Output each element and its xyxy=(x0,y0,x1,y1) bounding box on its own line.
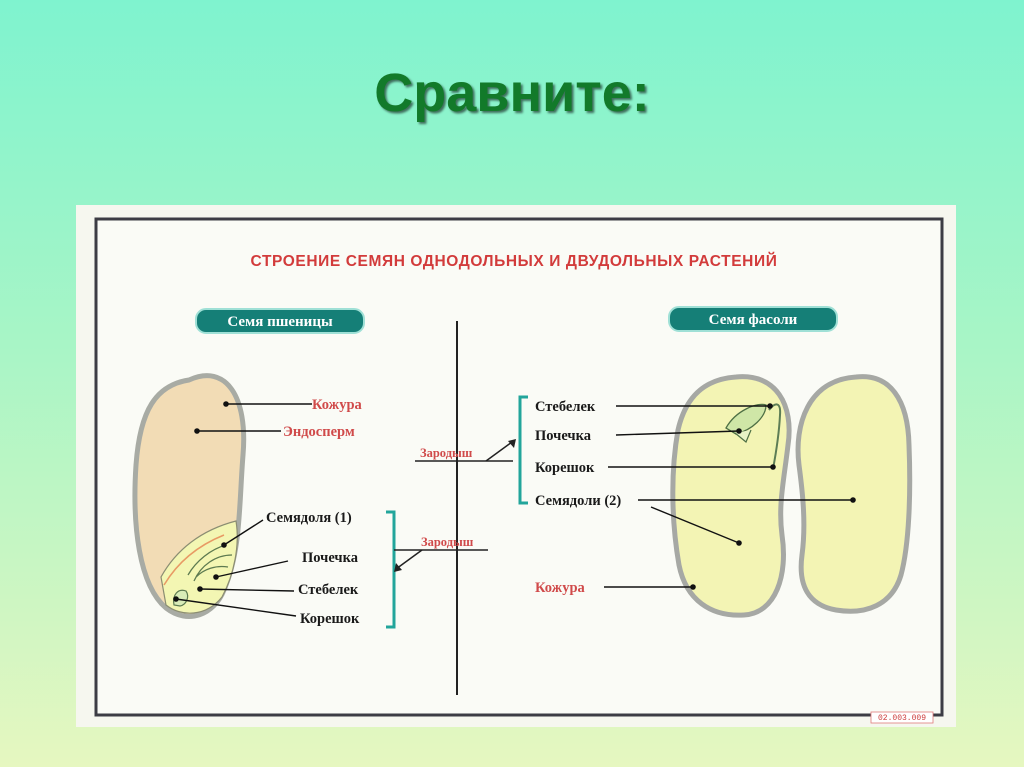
poster-code-box xyxy=(870,711,934,724)
bean-seed-pill-label: Семя фасоли xyxy=(709,312,798,328)
bean-seed-illustration xyxy=(670,374,913,618)
bean-pointers xyxy=(604,403,856,590)
bean-label-root: Корешок xyxy=(535,460,595,476)
wheat-seed-illustration xyxy=(132,373,247,619)
wheat-label-cotyledon: Семядоля (1) xyxy=(266,510,352,526)
poster-diagram: СТРОЕНИЕ СЕМЯН ОДНОДОЛЬНЫХ И ДВУДОЛЬНЫХ … xyxy=(76,205,956,727)
wheat-label-stem: Стебелек xyxy=(298,582,359,598)
bean-cotyledon-right xyxy=(795,374,913,614)
wheat-seed-pill xyxy=(195,308,365,334)
wheat-embryo-arrow xyxy=(395,549,423,570)
bean-embryo-arrow xyxy=(485,441,513,462)
poster-heading: СТРОЕНИЕ СЕМЯН ОДНОДОЛЬНЫХ И ДВУДОЛЬНЫХ … xyxy=(251,252,778,270)
slide-title: Сравните: xyxy=(374,63,650,123)
bean-embryo-bracket xyxy=(518,395,528,505)
bean-label-stem: Стебелек xyxy=(535,399,596,415)
seed-structure-poster: СТРОЕНИЕ СЕМЯН ОДНОДОЛЬНЫХ И ДВУДОЛЬНЫХ … xyxy=(76,205,956,727)
wheat-embryo-label: Зародыш xyxy=(421,535,474,549)
bean-seed-pill xyxy=(668,306,838,332)
bean-embryo-label: Зародыш xyxy=(420,446,473,460)
bean-plumule xyxy=(725,403,767,435)
bean-cotyledon-left xyxy=(670,374,792,618)
bean-label-seed-coat: Кожура xyxy=(535,580,586,596)
bean-label-cotyledons: Семядоли (2) xyxy=(535,493,621,509)
wheat-pointers xyxy=(173,401,312,617)
bean-embryo-arrowhead xyxy=(508,439,516,448)
poster-code: 02.003.009 xyxy=(878,714,926,723)
wheat-scutellum-line xyxy=(163,534,225,586)
bean-embryo-axis xyxy=(768,403,782,470)
wheat-label-root: Корешок xyxy=(300,611,360,627)
wheat-seed-pill-label: Семя пшеницы xyxy=(227,314,333,330)
wheat-label-bud: Почечка xyxy=(302,550,359,566)
wheat-label-endosperm: Эндосперм xyxy=(283,424,355,440)
wheat-embryo-arrowhead xyxy=(394,563,402,572)
bean-label-bud: Почечка xyxy=(535,428,592,444)
wheat-embryo-bracket xyxy=(386,510,396,629)
wheat-label-seed-coat: Кожура xyxy=(312,397,363,413)
